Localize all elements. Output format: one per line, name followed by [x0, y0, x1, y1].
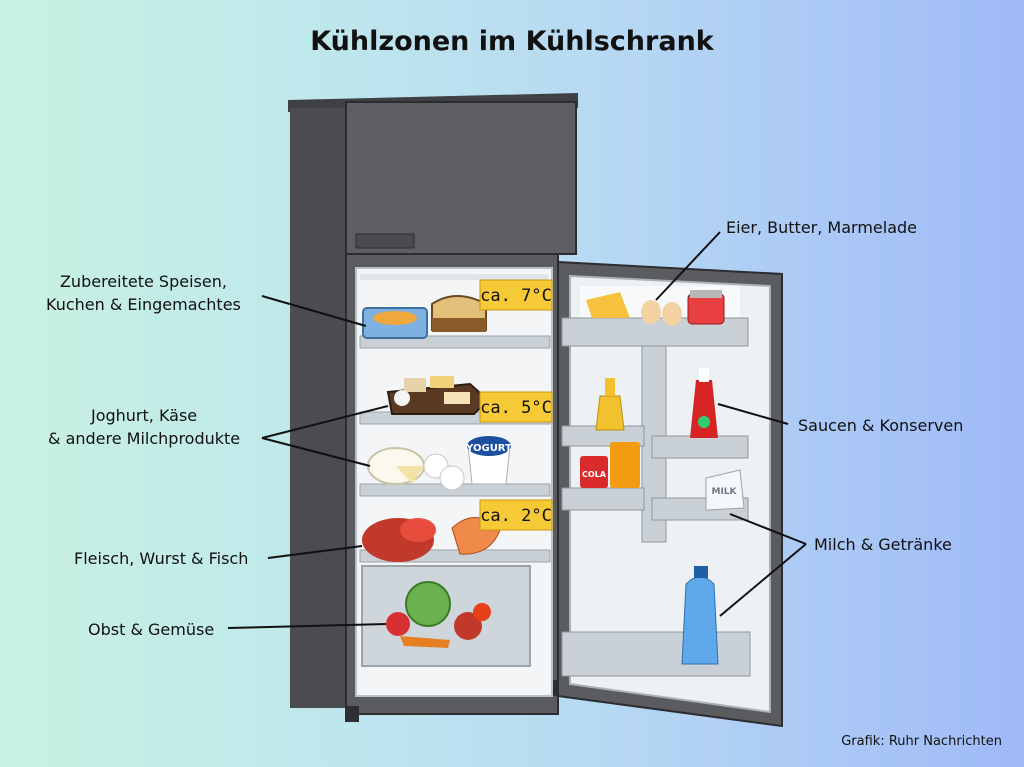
produce-items: [386, 581, 491, 648]
image-credit: Grafik: Ruhr Nachrichten: [841, 734, 1002, 749]
door-inner-panel: [569, 274, 771, 714]
dairy-items: YOGURT: [367, 376, 512, 491]
milk-carton-icon: [705, 469, 745, 511]
fridge-side-panel: [290, 108, 348, 708]
label-dairy-line-2: & andere Milchprodukte: [48, 429, 241, 448]
butter-icon: [586, 292, 630, 318]
temp-badge-top: [479, 279, 553, 311]
apple-icon: [454, 612, 482, 640]
label-eggs: Eier, Butter, Marmelade: [726, 218, 917, 237]
label-prepared-line-1: Zubereitete Speisen,: [59, 272, 227, 291]
fridge-foot-left: [345, 706, 359, 722]
leader-drinks-water: [719, 543, 807, 617]
door-items: COLA MILK: [580, 290, 745, 665]
leader-lines: [227, 231, 807, 629]
leader-sauces: [717, 403, 789, 425]
label-dairy: Joghurt, Käse & andere Milchprodukte: [48, 404, 240, 450]
water-bottle-cap: [694, 566, 708, 578]
label-sauces: Saucen & Konserven: [798, 416, 964, 435]
water-bottle-icon: [681, 576, 719, 665]
cabbage-icon: [405, 581, 451, 627]
temp-badge-middle: [479, 391, 553, 423]
meat-items: [362, 517, 501, 562]
mustard-cap: [605, 378, 615, 396]
interior-top: [360, 274, 548, 280]
ketchup-label: [698, 416, 710, 428]
cola-can-icon: [580, 456, 608, 488]
egg-1-icon: [641, 300, 661, 324]
label-produce: Obst & Gemüse: [88, 620, 215, 639]
temp-badge-bottom: [479, 499, 553, 531]
leader-dairy-cheese: [261, 437, 371, 467]
freezer-door: [345, 101, 577, 255]
pepper-icon: [473, 603, 491, 621]
yogurt-label: YOGURT: [465, 443, 512, 454]
leader-eggs: [655, 231, 721, 301]
mozzarella-2: [439, 465, 465, 491]
casserole-food: [373, 311, 417, 325]
temp-middle: ca. 5°C: [480, 398, 552, 418]
temp-bottom: ca. 2°C: [480, 506, 552, 526]
ketchup-icon: [690, 380, 718, 438]
door-shelf-right-1: [651, 435, 749, 459]
leader-drinks-milk: [729, 513, 807, 545]
milk-label: MILK: [711, 487, 737, 497]
leader-meat: [267, 545, 363, 559]
page-title: Kühlzonen im Kühlschrank: [310, 26, 714, 57]
carrot-icon: [400, 636, 450, 648]
juice-bottle-icon: [610, 442, 640, 488]
cheese-piece-1: [404, 378, 426, 392]
label-prepared-line-2: Kuchen & Eingemachtes: [46, 295, 241, 314]
cheese-piece-3: [394, 390, 410, 406]
label-meat: Fleisch, Wurst & Fisch: [74, 549, 249, 568]
leader-prepared: [261, 295, 367, 327]
door-shelf-left-2: [561, 487, 645, 511]
camembert-slice: [396, 466, 424, 484]
label-drinks: Milch & Getränke: [814, 535, 952, 554]
jam-jar-lid: [690, 290, 722, 298]
label-prepared-food: Zubereitete Speisen, Kuchen & Eingemacht…: [46, 270, 241, 316]
ketchup-cap: [699, 368, 709, 382]
cola-label: COLA: [582, 470, 607, 479]
freezer-handle: [355, 233, 415, 249]
door-bottom-bin: [561, 631, 751, 677]
tomato-icon: [386, 612, 410, 636]
yogurt-lid: [467, 436, 511, 456]
leader-dairy-board: [261, 405, 389, 439]
prepared-food-items: [362, 295, 487, 339]
temp-top: ca. 7°C: [480, 286, 552, 306]
sausage-icon: [400, 518, 436, 542]
egg-2-icon: [662, 302, 682, 326]
mustard-icon: [595, 395, 625, 431]
fridge-door: [557, 260, 783, 728]
jam-jar-icon: [687, 293, 725, 325]
cheese-piece-2: [430, 376, 454, 388]
temperature-badges: ca. 7°C ca. 5°C ca. 2°C: [479, 279, 553, 531]
leader-produce: [227, 623, 387, 629]
cake-base: [432, 318, 486, 332]
cheese-piece-4: [444, 392, 470, 404]
label-dairy-line-1: Joghurt, Käse: [90, 406, 198, 425]
